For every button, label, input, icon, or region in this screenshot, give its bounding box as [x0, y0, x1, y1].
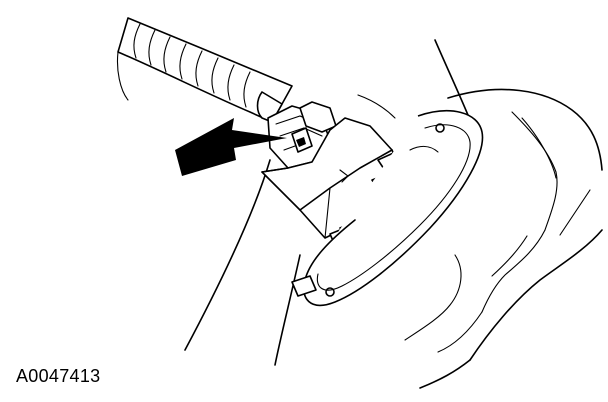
pointer-arrow — [175, 118, 287, 176]
locking-tab — [291, 127, 313, 153]
figure-id-label: A0047413 — [16, 366, 101, 386]
wiring-harness — [116, 17, 293, 123]
panel-surface — [184, 39, 603, 389]
mounting-flange — [291, 110, 484, 307]
